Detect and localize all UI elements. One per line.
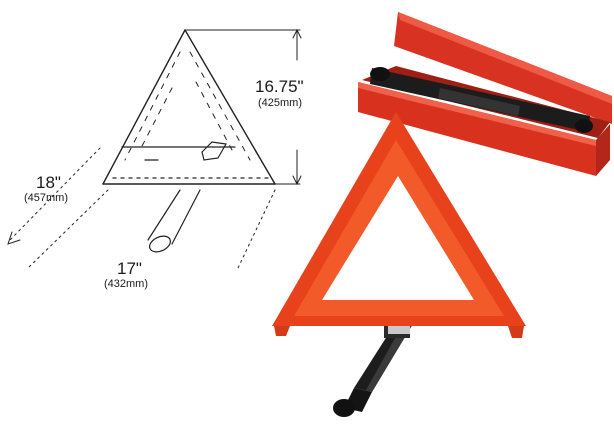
base-dimension (237, 189, 276, 269)
length-metric-label: (457mm) (24, 192, 68, 204)
drawing-inner-edges (124, 51, 251, 161)
case-lid (394, 12, 612, 124)
length-label: 18" (36, 173, 61, 192)
length-dimension (9, 147, 109, 269)
triangle-cutout (322, 176, 474, 300)
drawing-inner-bar (112, 146, 271, 179)
line-drawing (7, 28, 302, 269)
base-metric-label: (432mm) (104, 278, 148, 290)
height-dimension (184, 28, 302, 186)
drawing-triangle (102, 29, 276, 185)
height-label: 16.75" (255, 77, 304, 96)
height-metric-label: (425mm) (258, 97, 302, 109)
base-label: 17" (117, 259, 142, 278)
drawing-stand-leg (147, 189, 201, 253)
length-arrow (7, 231, 21, 245)
case-contents (370, 67, 593, 133)
warning-triangle (272, 112, 526, 417)
storage-case (358, 12, 612, 176)
drawing-clip (201, 141, 227, 161)
case-body (358, 82, 596, 176)
